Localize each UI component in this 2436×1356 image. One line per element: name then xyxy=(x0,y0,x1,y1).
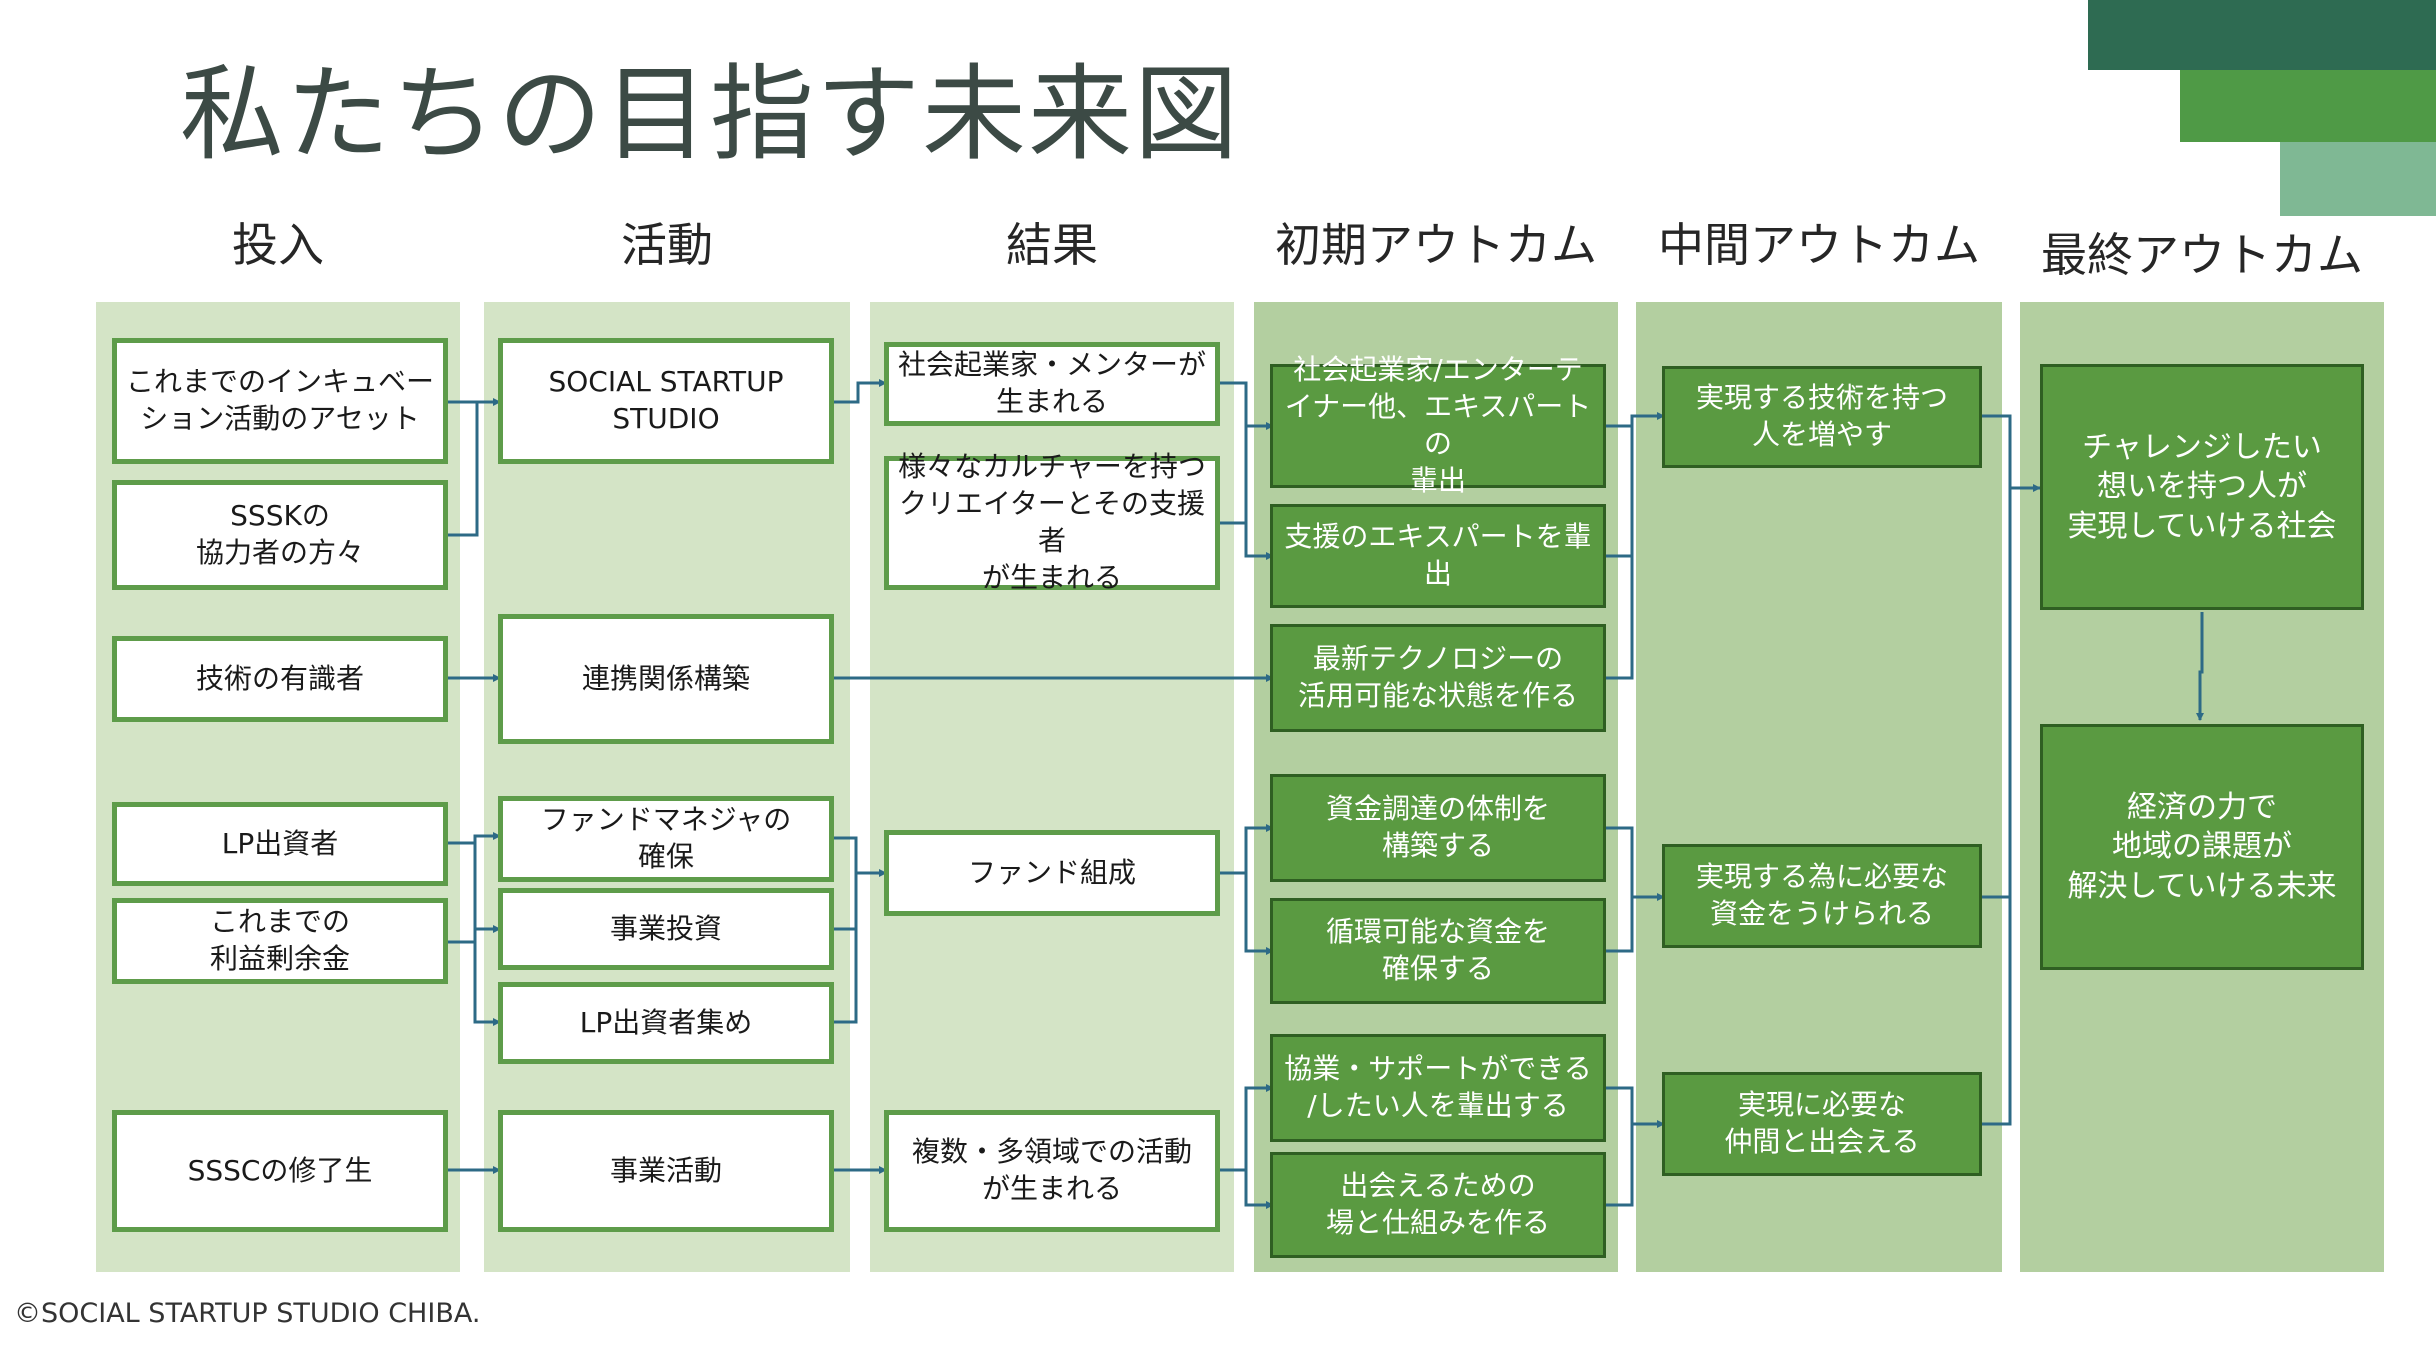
arrow-lp-lpgather xyxy=(473,929,501,1026)
arrow-multi-meet xyxy=(1244,1170,1274,1209)
result-entrepreneurs-mentors: 社会起業家・メンターが 生まれる xyxy=(884,342,1220,426)
column-heading-middle: 中間アウトカム xyxy=(1658,218,1980,272)
arrow-midtech-society xyxy=(1982,414,2041,492)
early-circular-funds: 循環可能な資金を 確保する xyxy=(1270,898,1606,1004)
column-heading-input: 投入 xyxy=(232,218,324,272)
arrow-lp-invest xyxy=(473,843,501,933)
arrow-invest-fund xyxy=(832,873,858,931)
arrow-partners-studio xyxy=(447,402,479,537)
column-heading-result: 結果 xyxy=(1006,218,1098,272)
arrow-studio-entrepreneurs xyxy=(832,379,887,404)
early-cowork-people: 協業・サポートができる /したい人を輩出する xyxy=(1270,1034,1606,1142)
column-heading-activity: 活動 xyxy=(621,218,713,272)
arrow-society-future xyxy=(2196,612,2204,721)
corner-bar-dark xyxy=(2088,0,2436,70)
early-meeting-places: 出会えるための 場と仕組みを作る xyxy=(1270,1152,1606,1258)
early-talent-output: 社会起業家/エンターテ イナー他、エキスパートの 輩出 xyxy=(1270,353,1606,497)
arrow-fundmgr-fund xyxy=(832,836,887,877)
input-incubation-assets: これまでのインキュベー ション活動のアセット xyxy=(112,338,448,464)
activity-social-startup-studio: SOCIAL STARTUP STUDIO xyxy=(498,338,834,464)
result-multi-domain: 複数・多領域での活動 が生まれる xyxy=(884,1110,1220,1232)
final-regional-future: 経済の力で 地域の課題が 解決していける未来 xyxy=(2040,724,2364,970)
corner-bar-light xyxy=(2280,142,2436,216)
middle-tech-people: 実現する技術を持つ 人を増やす xyxy=(1662,366,1982,468)
page-title: 私たちの目指す未来図 xyxy=(180,53,1241,175)
arrow-tech-midtech xyxy=(1606,556,1634,680)
arrow-fund-funding xyxy=(1218,824,1274,875)
arrow-lpgather-fund xyxy=(832,929,858,1024)
input-retained-earnings: これまでの 利益剰余金 xyxy=(112,898,448,984)
arrow-cowork-midpeers xyxy=(1606,1086,1665,1128)
input-tech-experts: 技術の有識者 xyxy=(112,636,448,722)
arrow-midpeers-society xyxy=(1982,897,2012,1126)
arrow-support-midtech xyxy=(1606,416,1634,558)
arrow-entrepreneurs-support xyxy=(1244,426,1274,560)
early-technology-ready: 最新テクノロジーの 活用可能な状態を作る xyxy=(1270,624,1606,732)
arrow-multi-cowork xyxy=(1218,1084,1274,1172)
middle-funding: 実現する為に必要な 資金をうけられる xyxy=(1662,844,1982,948)
activity-business-investment: 事業投資 xyxy=(498,888,834,970)
activity-fund-manager: ファンドマネジャの 確保 xyxy=(498,796,834,882)
final-challenge-society: チャレンジしたい 想いを持つ人が 実現していける社会 xyxy=(2040,364,2364,610)
middle-peers: 実現に必要な 仲間と出会える xyxy=(1662,1072,1982,1176)
column-heading-early: 初期アウトカム xyxy=(1275,218,1597,272)
early-support-experts: 支援のエキスパートを輩出 xyxy=(1270,504,1606,608)
arrow-circular-midfund xyxy=(1606,897,1634,953)
early-funding-system: 資金調達の体制を 構築する xyxy=(1270,774,1606,882)
result-fund-formation: ファンド組成 xyxy=(884,830,1220,916)
input-sssk-partners: SSSKの 協力者の方々 xyxy=(112,480,448,590)
arrow-entrepreneurs-talent xyxy=(1218,381,1274,430)
arrow-meet-midpeers xyxy=(1606,1124,1634,1207)
input-sssc-alumni: SSSCの修了生 xyxy=(112,1110,448,1232)
result-creators: 様々なカルチャーを持つ クリエイターとその支援者 が生まれる xyxy=(884,450,1220,594)
arrow-fund-circular xyxy=(1244,873,1274,955)
arrow-funding-midfund xyxy=(1606,826,1665,901)
input-lp-investors: LP出資者 xyxy=(112,802,448,886)
corner-bar-mid xyxy=(2180,70,2436,142)
arrow-talent-midtech xyxy=(1606,412,1665,428)
arrow-midfund-society xyxy=(1982,488,2012,899)
arrow-lp-fundmgr xyxy=(447,832,501,845)
copyright-footer: ©SOCIAL STARTUP STUDIO CHIBA. xyxy=(14,1298,481,1329)
activity-lp-gathering: LP出資者集め xyxy=(498,982,834,1064)
activity-collaboration: 連携関係構築 xyxy=(498,614,834,744)
column-heading-final: 最終アウトカム xyxy=(2041,228,2363,282)
activity-business-activity: 事業活動 xyxy=(498,1110,834,1232)
